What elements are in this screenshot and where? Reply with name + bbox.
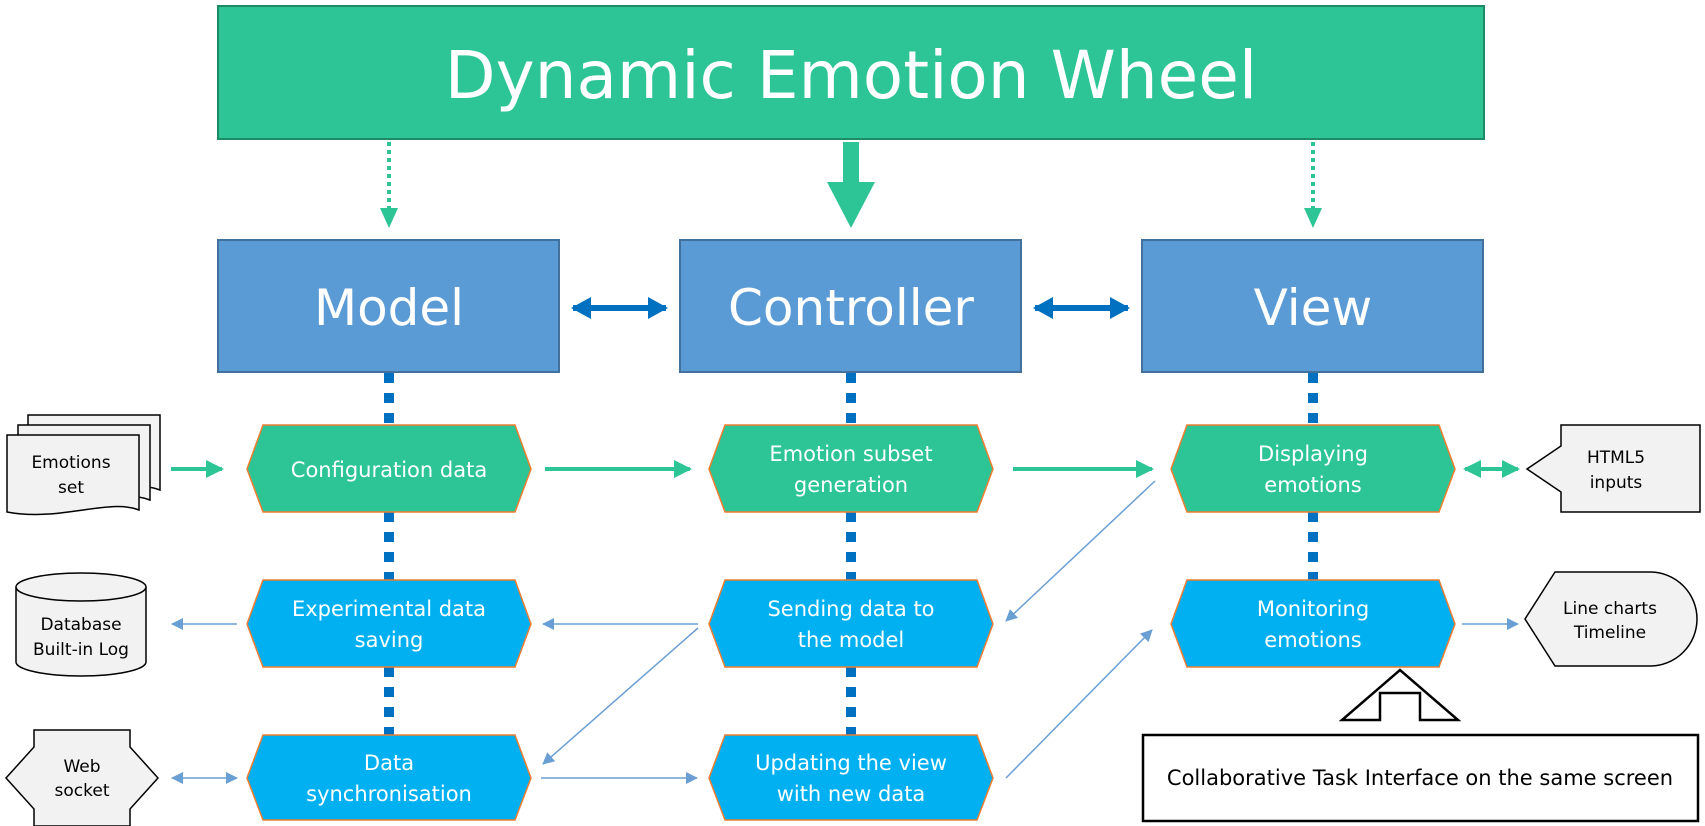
emotions-set-label-line1: Emotions	[31, 453, 110, 473]
step-updating-the-view: Updating the view with new data	[708, 734, 994, 821]
title-banner: Dynamic Emotion Wheel	[217, 5, 1485, 140]
model-box: Model	[217, 239, 560, 373]
controller-label: Controller	[728, 279, 974, 337]
step-displaying-emotions: Displaying emotions	[1170, 424, 1456, 513]
title-to-view-arrow	[1304, 142, 1322, 228]
monitoring-emotions-label-line1: Monitoring	[1257, 597, 1369, 621]
database-label-line2: Built-in Log	[33, 640, 129, 660]
data-sync-label-line1: Data	[364, 751, 414, 775]
experimental-data-label-line1: Experimental data	[292, 597, 486, 621]
step-data-synchronisation: Data synchronisation	[246, 734, 532, 821]
database-cylinder-icon: Database Built-in Log	[15, 572, 147, 677]
step-configuration-data: Configuration data	[246, 424, 532, 513]
emotion-subset-label-line2: generation	[794, 473, 908, 497]
displaying-emotions-label-line2: emotions	[1264, 473, 1361, 497]
data-sync-label-line2: synchronisation	[306, 782, 472, 806]
line-charts-display-icon: Line charts Timeline	[1524, 571, 1698, 667]
websocket-label-line2: socket	[55, 781, 110, 801]
collab-label: Collaborative Task Interface on the same…	[1167, 766, 1673, 790]
monitoring-emotions-label-line2: emotions	[1264, 628, 1361, 652]
html5-inputs-callout-icon: HTML5 inputs	[1525, 424, 1701, 513]
emotions-set-label-line2: set	[58, 478, 84, 498]
title-to-model-arrow	[380, 142, 398, 228]
experimental-data-label-line2: saving	[355, 628, 424, 652]
step-monitoring-emotions: Monitoring emotions	[1170, 579, 1456, 668]
html5-label-line1: HTML5	[1587, 448, 1645, 468]
websocket-callout-icon: Web socket	[4, 729, 160, 826]
html5-label-line2: inputs	[1590, 473, 1643, 493]
step-emotion-subset-generation: Emotion subset generation	[708, 424, 994, 513]
emotion-subset-label-line1: Emotion subset	[769, 442, 932, 466]
model-label: Model	[314, 279, 464, 337]
updating-view-label-line1: Updating the view	[755, 751, 947, 775]
collab-up-arrow-icon	[1338, 668, 1462, 722]
title-text: Dynamic Emotion Wheel	[445, 37, 1257, 114]
collaborative-task-interface-box: Collaborative Task Interface on the same…	[1141, 733, 1700, 823]
displaying-emotions-label-line1: Displaying	[1258, 442, 1368, 466]
updating-view-label-line2: with new data	[777, 782, 926, 806]
sending-data-label-line2: the model	[798, 628, 905, 652]
step-sending-data-to-model: Sending data to the model	[708, 579, 994, 668]
emotions-set-document-icon: Emotions set	[6, 414, 161, 516]
title-to-controller-arrow	[827, 142, 875, 228]
vertical-dotted-connectors	[384, 373, 1318, 735]
websocket-label-line1: Web	[63, 757, 100, 777]
configuration-data-label: Configuration data	[291, 458, 487, 482]
line-charts-label-line2: Timeline	[1573, 623, 1646, 643]
controller-box: Controller	[679, 239, 1022, 373]
database-label-line1: Database	[40, 615, 121, 635]
view-box: View	[1141, 239, 1484, 373]
sending-data-label-line1: Sending data to	[767, 597, 934, 621]
step-experimental-data-saving: Experimental data saving	[246, 579, 532, 668]
line-charts-label-line1: Line charts	[1563, 599, 1657, 619]
thin-blue-arrows	[171, 480, 1519, 784]
view-label: View	[1254, 279, 1373, 337]
